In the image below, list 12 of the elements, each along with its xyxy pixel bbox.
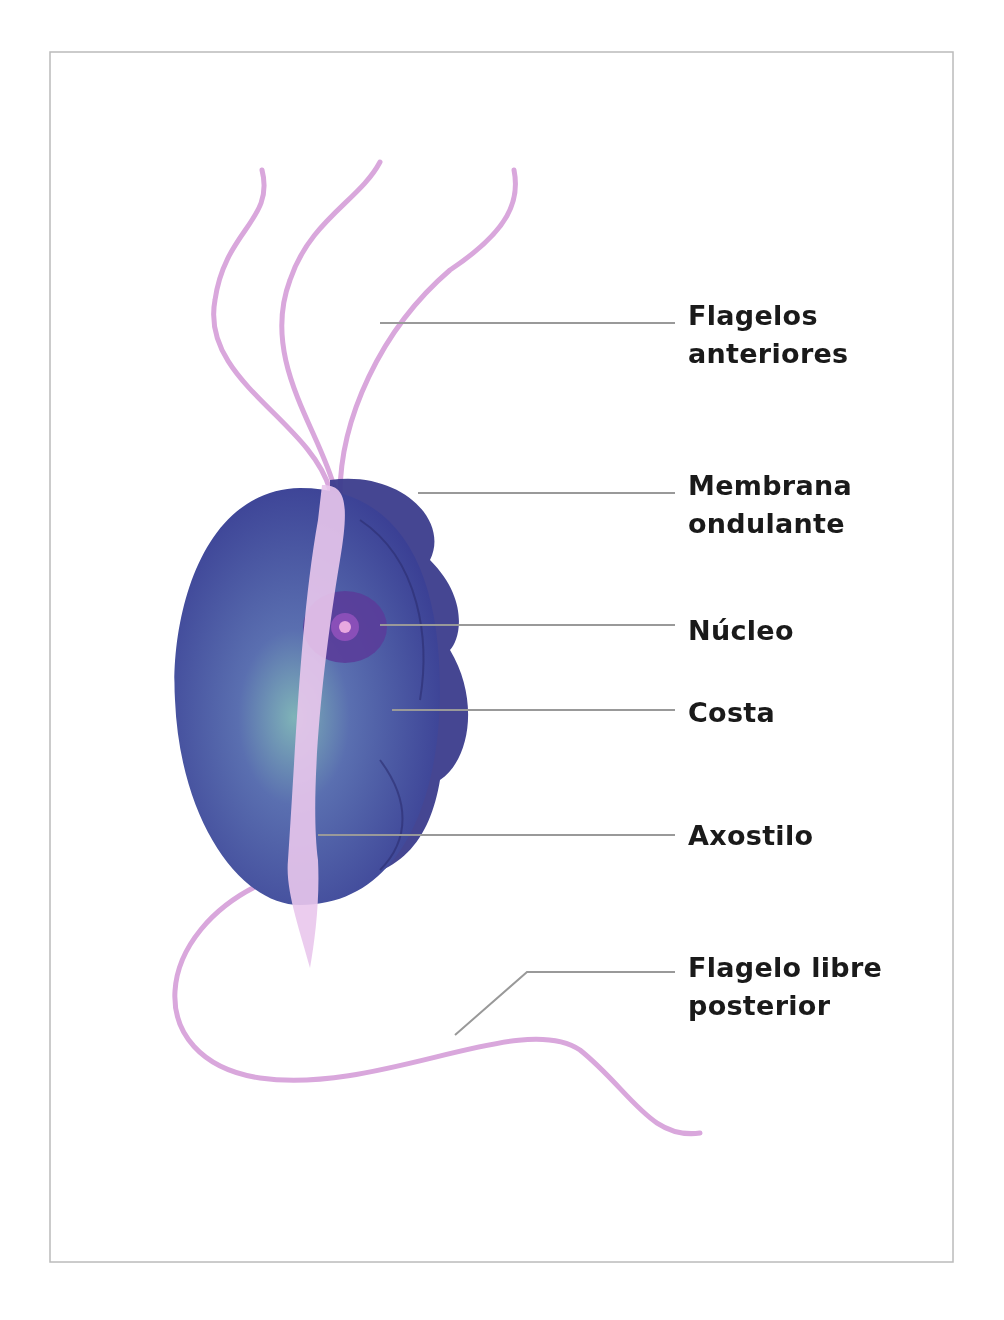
- leader-line: [379, 322, 676, 324]
- part-label: Núcleo: [688, 612, 928, 650]
- part-label: Flagelo libre posterior: [688, 949, 928, 1025]
- part-label: Flagelos anteriores: [688, 297, 928, 373]
- part-label: Axostilo: [688, 817, 928, 855]
- leader-line: [417, 492, 676, 494]
- part-label: Membrana ondulante: [688, 467, 928, 543]
- leader-line: [454, 971, 676, 1036]
- part-label: Costa: [688, 694, 928, 732]
- leader-line: [391, 709, 676, 711]
- leader-line: [379, 624, 676, 626]
- leader-line: [317, 834, 676, 836]
